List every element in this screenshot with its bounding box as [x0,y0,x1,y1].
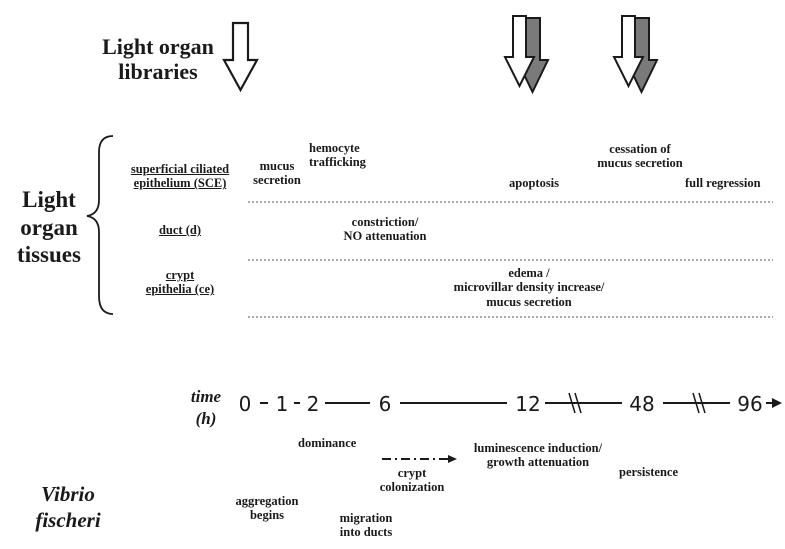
event-edema-line2: microvillar density increase/ [453,280,605,295]
tissues-brace [86,135,114,315]
event-crypt-colonization: crypt colonization [370,466,454,495]
event-crypt-colonization-line2: colonization [379,480,445,495]
event-edema-line1: edema / [508,266,550,280]
event-luminescence: luminescence induction/ growth attenuati… [463,441,613,470]
event-constriction: constriction/ NO attenuation [325,215,445,244]
tick-12: 12 [515,392,541,416]
tick-1: 1 [275,392,289,416]
tick-2: 2 [306,392,320,416]
event-migration: migration into ducts [331,511,401,540]
libraries-title-line1: Light organ [102,34,214,59]
event-mucus-secretion: mucus secretion [243,159,311,188]
event-full-regression: full regression [685,176,761,190]
event-edema-line3: mucus secretion [486,294,572,309]
time-axis-label: time (h) [186,386,226,430]
event-migration-line2: into ducts [339,525,393,540]
tissue-row-sce-line1: superficial ciliated [130,162,230,176]
event-hemocyte-trafficking-line1: hemocyte [309,141,360,155]
tissues-title-line1: Light [22,187,76,212]
event-luminescence-line1: luminescence induction/ [473,441,603,455]
axis-break-12-48 [568,392,582,414]
tissue-row-crypt-line1: crypt [165,268,195,282]
tick-6: 6 [378,392,392,416]
tissue-row-sce: superficial ciliated epithelium (SCE) [100,162,260,191]
tissues-title: Light organ tissues [14,186,84,269]
event-cessation: cessation of mucus secretion [580,142,700,171]
event-apoptosis: apoptosis [509,176,560,190]
event-mucus-secretion-line1: mucus [259,159,295,173]
event-aggregation: aggregation begins [225,494,309,523]
time-axis-label-line2: (h) [195,409,217,429]
tick-48: 48 [629,392,655,416]
event-dominance: dominance [298,436,357,450]
time-axis-label-line1: time [190,387,222,406]
crypt-colonization-arrowhead [448,455,457,463]
event-aggregation-line2: begins [249,508,285,523]
tick-96: 96 [737,392,763,416]
event-hemocyte-trafficking-line2: trafficking [309,155,366,170]
event-aggregation-line1: aggregation [235,494,299,508]
libraries-title-line2: libraries [118,59,198,85]
event-migration-line1: migration [339,511,393,525]
event-edema: edema / microvillar density increase/ mu… [434,266,624,309]
tissue-row-duct-line1: duct (d) [158,223,202,237]
vibrio-title: Vibrio fischeri [18,481,118,534]
event-constriction-line2: NO attenuation [343,229,427,244]
tissue-row-duct: duct (d) [100,223,260,237]
event-mucus-secretion-line2: secretion [253,173,301,188]
event-hemocyte-trafficking: hemocyte trafficking [309,141,366,170]
vibrio-title-line2: fischeri [35,508,101,533]
tissues-title-line3: tissues [17,242,81,268]
event-persistence: persistence [619,465,679,479]
vibrio-title-line1: Vibrio [41,482,95,506]
library-arrow-3-pair [612,15,659,95]
axis-break-48-96 [692,392,706,414]
event-crypt-colonization-line1: crypt [397,466,427,480]
tissue-row-crypt: crypt epithelia (ce) [100,268,260,297]
tissue-row-sce-line2: epithelium (SCE) [133,176,227,191]
event-cessation-line1: cessation of [609,142,671,156]
timeline-arrowhead [772,398,782,408]
event-luminescence-line2: growth attenuation [486,455,590,470]
tissues-title-line2: organ [20,214,78,240]
event-cessation-line2: mucus secretion [597,156,683,171]
libraries-title: Light organ libraries [88,34,228,85]
library-arrow-1 [222,21,259,93]
library-arrow-2-pair [503,15,550,95]
tick-0: 0 [238,392,252,416]
event-constriction-line1: constriction/ [351,215,419,229]
tissue-row-crypt-line2: epithelia (ce) [145,282,215,297]
